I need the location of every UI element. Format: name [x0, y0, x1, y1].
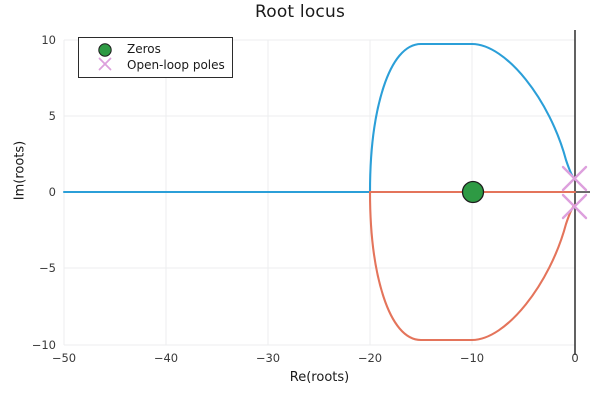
zero-marker [461, 180, 485, 204]
xtick-neg10: −10 [459, 351, 485, 365]
ytick-neg5: −5 [39, 261, 56, 275]
y-axis-label: Im(roots) [12, 140, 28, 201]
xtick-neg40: −40 [153, 351, 179, 365]
xtick-neg30: −30 [255, 351, 281, 365]
page-title: Root locus [254, 2, 346, 22]
xtick-neg20: −20 [357, 351, 383, 365]
x-axis-label: Re(roots) [289, 370, 350, 385]
pole-marker-upper [561, 165, 588, 192]
legend-item-zeros: Zeros [79, 41, 232, 58]
legend-label-zeros: Zeros [127, 42, 161, 56]
xtick-0: 0 [571, 351, 579, 365]
ytick-10: 10 [41, 33, 56, 47]
xtick-neg50: −50 [51, 351, 77, 365]
ytick-0: 0 [48, 185, 56, 199]
zero-circle-icon [91, 41, 119, 58]
x-axis-ticks: −50 −40 −30 −20 −10 0 [0, 351, 600, 371]
ytick-neg10: −10 [31, 338, 56, 352]
y-axis-ticks: 10 5 0 −5 −10 [0, 0, 56, 400]
legend-label-open-loop-poles: Open-loop poles [127, 58, 225, 72]
legend-item-open-loop-poles: Open-loop poles [79, 57, 232, 74]
ytick-5: 5 [48, 109, 56, 123]
legend: Zeros Open-loop poles [78, 37, 233, 78]
locus-branch-blue [62, 42, 577, 194]
pole-x-icon [91, 57, 119, 74]
pole-marker-lower [561, 193, 588, 220]
